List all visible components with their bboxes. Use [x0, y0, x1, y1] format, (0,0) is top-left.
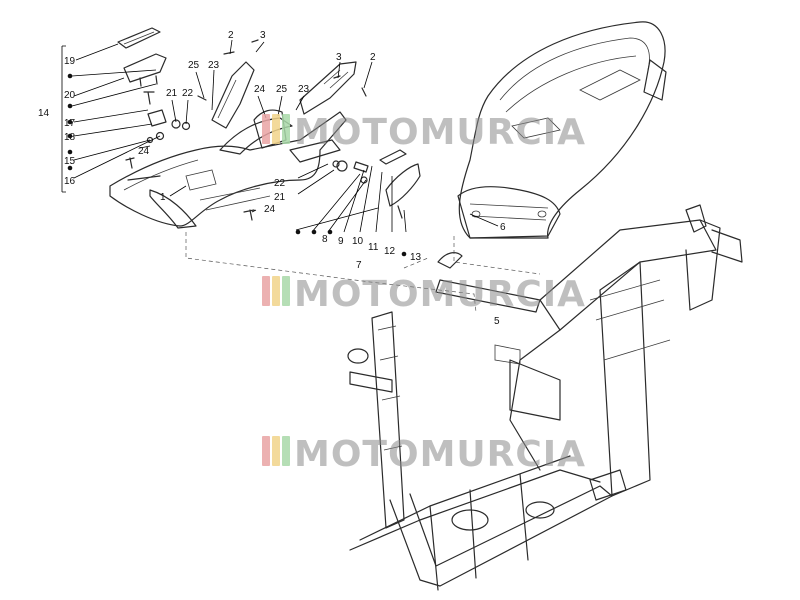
callout-6: 6: [500, 222, 506, 233]
callout-15: 15: [64, 156, 76, 167]
leader-dots: [67, 73, 407, 257]
callout-22: 22: [182, 88, 194, 99]
watermark-top: MOTOMURCIA: [262, 112, 586, 153]
watermark-stripe: [282, 436, 290, 466]
watermark-text: MOTOMURCIA: [294, 112, 586, 153]
callout-25: 25: [276, 84, 288, 95]
callout-2: 2: [370, 52, 376, 63]
watermark-stripe: [282, 276, 290, 306]
callout-24: 24: [254, 84, 266, 95]
callout-5: 5: [494, 316, 500, 327]
watermark-text: MOTOMURCIA: [294, 434, 586, 475]
callout-25: 25: [188, 60, 200, 71]
callout-11: 11: [368, 242, 379, 253]
callout-16: 16: [64, 176, 76, 187]
callout-7: 7: [356, 260, 362, 271]
callout-2: 2: [228, 30, 234, 41]
watermark-stripe: [262, 114, 270, 144]
callout-23: 23: [208, 60, 220, 71]
watermark-stripe: [262, 276, 270, 306]
watermark-stripe: [272, 276, 280, 306]
callout-1: 1: [160, 192, 166, 203]
scooter-frame: [347, 204, 743, 591]
callout-23: 23: [298, 84, 310, 95]
callout-3: 3: [336, 52, 342, 63]
watermark-bottom: MOTOMURCIA: [262, 434, 586, 475]
callout-19: 19: [64, 56, 76, 67]
callout-9: 9: [338, 236, 344, 247]
callout-24: 24: [264, 204, 276, 215]
callout-10: 10: [352, 236, 364, 247]
watermark-stripe: [282, 114, 290, 144]
callout-18: 18: [64, 132, 76, 143]
watermark-stripe: [272, 436, 280, 466]
watermark-stripe: [272, 114, 280, 144]
callout-3: 3: [260, 30, 266, 41]
callout-14: 14: [38, 108, 50, 119]
small-parts: [117, 27, 421, 221]
callout-17: 17: [64, 118, 76, 129]
callout-20: 20: [64, 90, 76, 101]
callout-labels: 1 2 2 3 3 5 6 7 8 9 10 11 12 13 14 15 16…: [38, 30, 506, 327]
watermark-text: MOTOMURCIA: [294, 274, 586, 315]
callout-24: 24: [138, 146, 150, 157]
callout-22: 22: [274, 178, 286, 189]
callout-21: 21: [166, 88, 178, 99]
watermark-stripe: [262, 436, 270, 466]
callout-8: 8: [322, 234, 328, 245]
callout-21: 21: [274, 192, 286, 203]
watermark-middle: MOTOMURCIA: [262, 274, 586, 315]
leader-lines: [61, 39, 499, 233]
callout-13: 13: [410, 252, 422, 263]
assembly-lines: [185, 232, 541, 313]
callout-12: 12: [384, 246, 396, 257]
